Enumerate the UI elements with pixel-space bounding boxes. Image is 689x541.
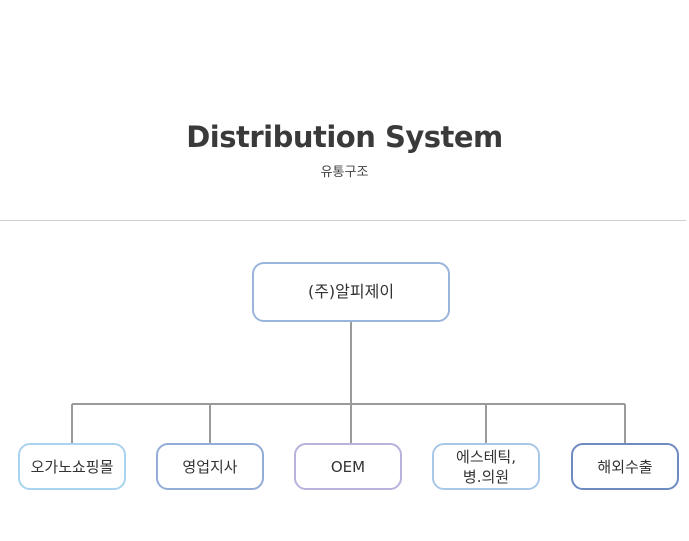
org-child-export: 해외수출 [571, 443, 679, 490]
org-child-oem: OEM [294, 443, 402, 490]
org-child-sales-branch: 영업지사 [156, 443, 264, 490]
page-title: Distribution System [186, 120, 503, 154]
page-subtitle: 유통구조 [320, 165, 369, 180]
org-child-label: 해외수출 [597, 457, 653, 476]
org-child-label: 영업지사 [182, 457, 238, 476]
section-divider [0, 220, 686, 221]
org-child-online-mall: 오가노쇼핑몰 [18, 443, 126, 490]
org-root-label: (주)알피제이 [307, 282, 395, 301]
org-child-esthetic-clinic: 에스테틱, 병.의원 [432, 443, 540, 490]
org-root-node: (주)알피제이 [252, 262, 450, 322]
org-child-label: 오가노쇼핑몰 [30, 457, 114, 476]
org-child-label: 에스테틱, 병.의원 [456, 447, 516, 486]
org-child-label: OEM [330, 457, 366, 476]
